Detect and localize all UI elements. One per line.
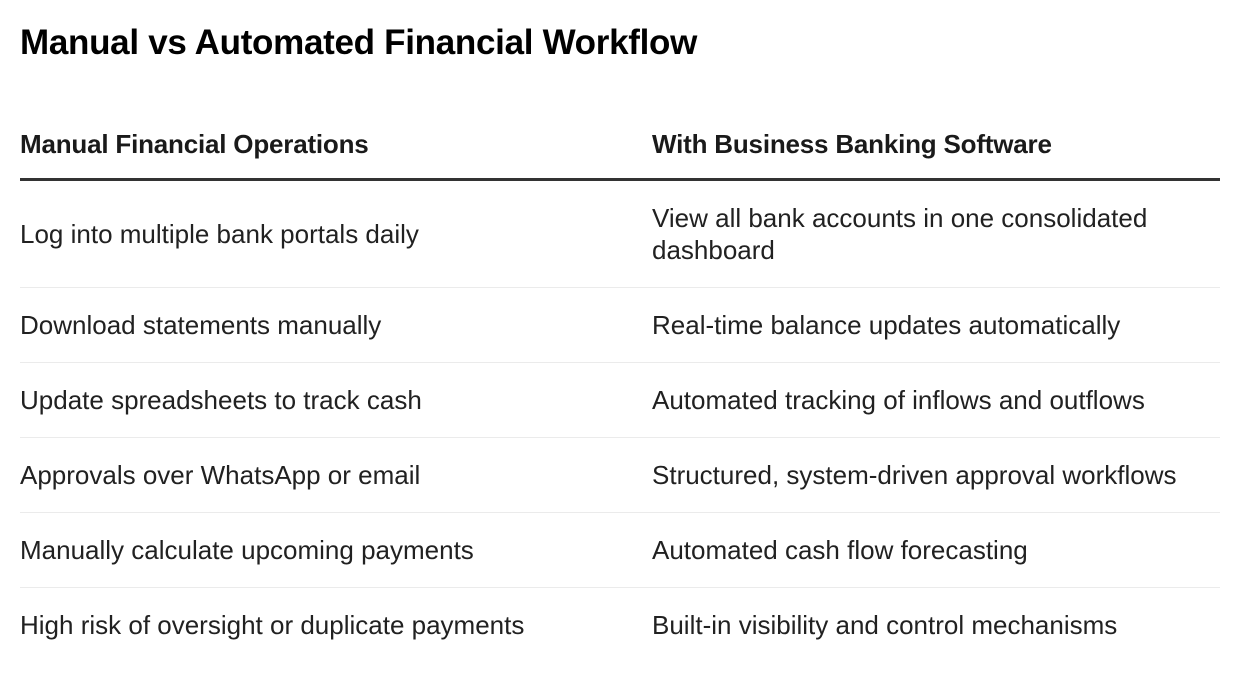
cell-manual: Download statements manually [20,287,652,363]
cell-automated: View all bank accounts in one consolidat… [652,179,1220,288]
comparison-table: Manual Financial Operations With Busines… [20,129,1220,662]
cell-manual: Log into multiple bank portals daily [20,179,652,288]
table-row: Log into multiple bank portals daily Vie… [20,179,1220,288]
table-row: Download statements manually Real-time b… [20,287,1220,363]
cell-automated: Automated tracking of inflows and outflo… [652,362,1220,438]
table-row: Update spreadsheets to track cash Automa… [20,362,1220,438]
cell-automated: Structured, system-driven approval workf… [652,437,1220,513]
table-row: High risk of oversight or duplicate paym… [20,588,1220,663]
header-row: Manual Financial Operations With Busines… [20,129,1220,181]
table-row: Approvals over WhatsApp or email Structu… [20,437,1220,513]
cell-manual: Manually calculate upcoming payments [20,512,652,588]
cell-automated: Built-in visibility and control mechanis… [652,610,1118,640]
cell-manual: Update spreadsheets to track cash [20,362,652,438]
page-title: Manual vs Automated Financial Workflow [20,23,698,62]
column-header-automated: With Business Banking Software [652,129,1220,181]
cell-automated: Real-time balance updates automatically [652,287,1220,363]
cell-manual: Approvals over WhatsApp or email [20,437,652,513]
column-header-manual: Manual Financial Operations [20,129,652,181]
cell-manual: High risk of oversight or duplicate paym… [20,610,525,640]
table-row: Manually calculate upcoming payments Aut… [20,512,1220,588]
cell-automated: Automated cash flow forecasting [652,512,1220,588]
